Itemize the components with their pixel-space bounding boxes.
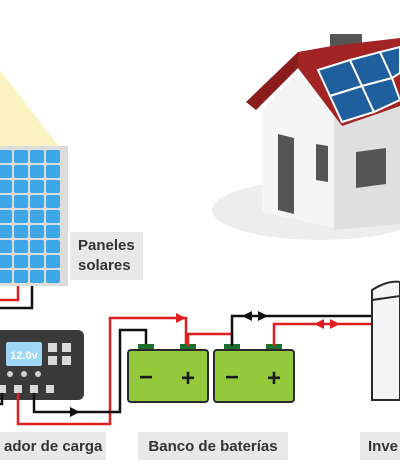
solar-cell (14, 225, 28, 238)
solar-cell (46, 240, 60, 253)
battery-1-positive-symbol: + (181, 365, 195, 392)
solar-cell (30, 195, 44, 208)
inverter-neg-arrow-right (258, 311, 268, 321)
house-door (278, 134, 294, 214)
charge-controller-label-bg (0, 432, 106, 460)
controller-output-positive-wire (16, 316, 188, 426)
solar-cell (46, 210, 60, 223)
controller-button-4 (62, 356, 71, 365)
solar-cell (0, 210, 12, 223)
solar-panel-array (0, 146, 68, 286)
battery-1-negative-symbol: − (139, 364, 153, 391)
solar-cell (30, 255, 44, 268)
solar-cell (46, 255, 60, 268)
solar-cell (14, 165, 28, 178)
solar-cell (30, 165, 44, 178)
inverter-label: Inve (368, 438, 398, 455)
house-window-front (316, 144, 328, 182)
controller-button-1 (48, 343, 57, 352)
solar-cell (30, 225, 44, 238)
inverter-neg-arrow-left (242, 311, 252, 321)
solar-cell (0, 165, 12, 178)
battery-2-terminal-pos (266, 344, 282, 352)
solar-cell (30, 180, 44, 193)
controller-left-negative-wire (0, 393, 4, 406)
bottom-labels: ador de carga Banco de baterías Inve (0, 432, 400, 460)
solar-cell (0, 270, 12, 283)
solar-cell (14, 150, 28, 163)
solar-cell (14, 270, 28, 283)
solar-cell (0, 255, 12, 268)
battery-bank-label-bg (138, 432, 288, 460)
inverter-pos-arrow-right (330, 319, 340, 329)
solar-cell (30, 240, 44, 253)
solar-cell (0, 225, 12, 238)
charge-controller-reading: 12.0v (10, 350, 38, 362)
solar-cell (46, 195, 60, 208)
battery-bank-label: Banco de baterías (148, 438, 277, 455)
solar-cell (0, 150, 12, 163)
solar-cell (30, 270, 44, 283)
battery-inverter-wires (230, 311, 372, 346)
house (246, 34, 400, 230)
charge-controller: 12.0v (0, 330, 84, 400)
controller-button-3 (62, 343, 71, 352)
battery-2-positive-symbol: + (267, 365, 281, 392)
solar-cell (14, 195, 28, 208)
solar-cell (46, 180, 60, 193)
solar-cell (46, 150, 60, 163)
solar-cell (0, 240, 12, 253)
battery-2-terminal-neg (224, 344, 240, 352)
battery-1-terminal-pos (180, 344, 196, 352)
controller-led-2 (21, 371, 27, 377)
controller-led-3 (35, 371, 41, 377)
controller-led-1 (7, 371, 13, 377)
solar-panels-label: Paneles solares (70, 232, 143, 280)
solar-cell (0, 180, 12, 193)
solar-cell (14, 210, 28, 223)
positive-wire-arrow (176, 313, 186, 323)
battery-2-body (213, 349, 295, 403)
panel-negative-wire (0, 286, 34, 310)
panel-positive-wire (0, 286, 20, 302)
controller-button-2 (48, 356, 57, 365)
controller-terminal-3 (30, 385, 38, 393)
solar-cell (46, 225, 60, 238)
solar-cell (0, 195, 12, 208)
inverter-label-bg (360, 432, 400, 460)
battery-1-terminal-neg (138, 344, 154, 352)
solar-cell (14, 180, 28, 193)
battery-inverter-negative-wire (230, 314, 372, 346)
solar-cell (14, 240, 28, 253)
battery-2: − + (213, 344, 295, 403)
solar-cell (14, 255, 28, 268)
roof-solar-panels (316, 45, 400, 124)
negative-wire-arrow (70, 407, 80, 417)
controller-terminal-4 (46, 385, 54, 393)
sun-rays (0, 70, 60, 148)
controller-terminal-1 (0, 385, 6, 393)
inverter-body (371, 280, 400, 401)
inverter-pos-arrow-left (314, 319, 324, 329)
controller-terminal-2 (14, 385, 22, 393)
battery-1: − + (127, 344, 209, 403)
solar-cell (46, 270, 60, 283)
controller-battery-wires (0, 313, 188, 426)
inverter (371, 280, 400, 401)
controller-output-negative-wire (32, 328, 148, 414)
house-window-side (356, 148, 386, 188)
solar-cell (30, 210, 44, 223)
battery-2-negative-symbol: − (225, 364, 239, 391)
battery-1-body (127, 349, 209, 403)
charge-controller-label: ador de carga (4, 438, 103, 455)
solar-cell (30, 150, 44, 163)
charge-controller-display (6, 342, 42, 366)
solar-cell (46, 165, 60, 178)
panel-wires (0, 286, 34, 310)
inverter-top-edge (371, 295, 400, 301)
